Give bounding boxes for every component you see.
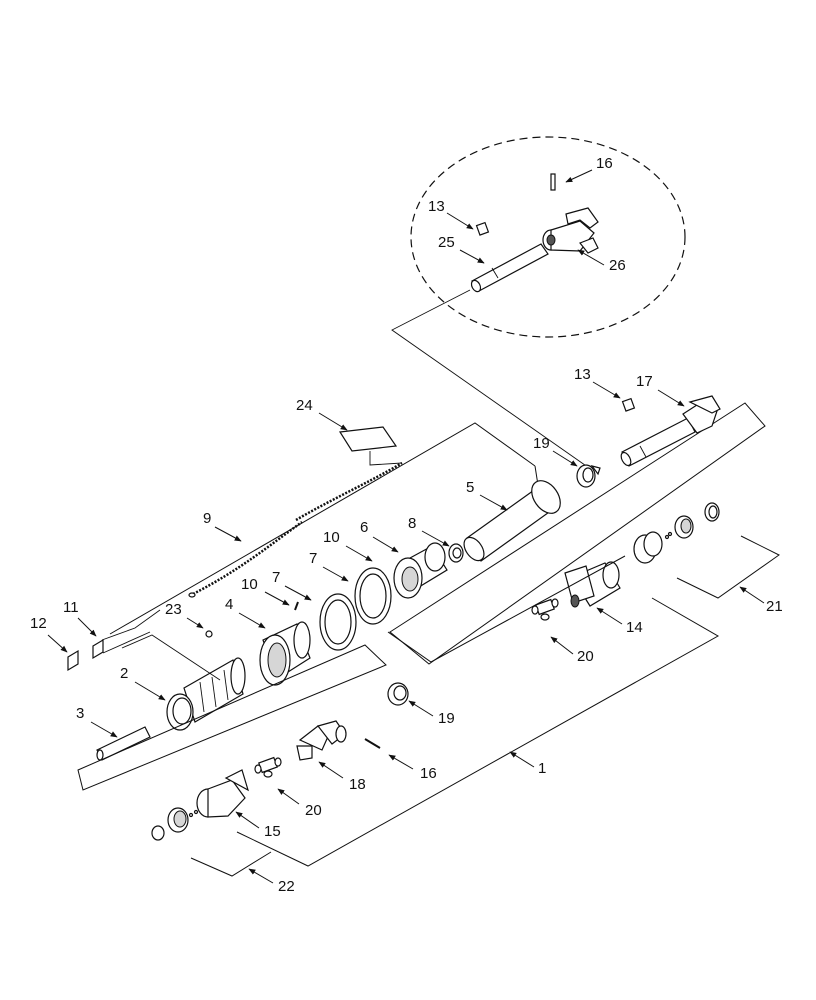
callout-11: 11 bbox=[63, 599, 79, 616]
detail-inset-boundary bbox=[410, 136, 686, 338]
collar-ring bbox=[354, 567, 392, 625]
inner-yoke bbox=[296, 720, 347, 761]
decal-sheet-3 bbox=[92, 638, 104, 660]
grease-fitting bbox=[205, 630, 213, 638]
cross-journal bbox=[254, 756, 282, 778]
shield-collar bbox=[633, 502, 720, 564]
callout-13: 13 bbox=[574, 366, 591, 383]
callout-25: 25 bbox=[438, 234, 455, 251]
bearing-ring bbox=[576, 464, 601, 488]
callout-1: 1 bbox=[538, 760, 546, 777]
bearing-cup bbox=[393, 542, 448, 599]
implement-yoke bbox=[564, 561, 621, 608]
lower-tube-frame bbox=[77, 644, 387, 791]
guard-tube-frame bbox=[109, 422, 536, 635]
inner-frame-right bbox=[387, 555, 626, 663]
callout-21: 21 bbox=[766, 598, 783, 615]
callout-10-upper: 10 bbox=[323, 529, 340, 546]
callout-4: 4 bbox=[225, 596, 233, 613]
callout-24: 24 bbox=[296, 397, 313, 414]
connecting-bar bbox=[96, 726, 151, 761]
callout-2: 2 bbox=[120, 665, 128, 682]
callout-5: 3 bbox=[76, 705, 84, 722]
bearing-ring-3 bbox=[387, 682, 409, 706]
roll-pin-2 bbox=[364, 738, 381, 749]
outer-tube-shaft bbox=[620, 395, 721, 467]
tractor-yoke bbox=[196, 769, 249, 818]
callout-26: 26 bbox=[609, 257, 626, 274]
callout-12: 12 bbox=[30, 615, 47, 632]
callout-16-top: 16 bbox=[596, 155, 613, 172]
decal-sheet-4 bbox=[67, 649, 79, 672]
callout-16-lower: 16 bbox=[420, 765, 437, 782]
callout-14: 14 bbox=[626, 619, 643, 636]
callout-19-lower: 19 bbox=[438, 710, 455, 727]
guard-tube bbox=[463, 480, 561, 562]
roll-pin bbox=[550, 173, 556, 191]
callout-19-upper: 19 bbox=[533, 435, 550, 452]
cross-journal-2 bbox=[531, 598, 559, 621]
lock-pin bbox=[294, 601, 299, 611]
callout-9: 9 bbox=[203, 510, 211, 527]
callout-7: 7 bbox=[272, 569, 280, 586]
bearing-ring-2 bbox=[166, 693, 194, 731]
callout-7-upper: 7 bbox=[309, 550, 317, 567]
detail-leader-line bbox=[391, 289, 593, 471]
guard-cone bbox=[259, 621, 311, 686]
lower-inner-frame bbox=[236, 597, 720, 867]
callout-10: 10 bbox=[241, 576, 258, 593]
callout-23: 23 bbox=[165, 601, 182, 618]
inner-tube-shaft bbox=[470, 243, 549, 293]
decal-sheet-2 bbox=[621, 397, 636, 412]
callout-frame-21 bbox=[676, 535, 780, 599]
decal-sheet bbox=[475, 221, 490, 236]
callout-15: 15 bbox=[264, 823, 281, 840]
callout-17: 17 bbox=[636, 373, 653, 390]
callout-13-top: 13 bbox=[428, 198, 445, 215]
warning-plate bbox=[338, 426, 398, 452]
callout-labels: 16 13 25 26 13 17 24 19 5 9 8 10 6 7 10 … bbox=[30, 155, 783, 895]
callout-20-lower: 20 bbox=[305, 802, 322, 819]
callout-18: 18 bbox=[349, 776, 366, 793]
callout-20-upper: 20 bbox=[577, 648, 594, 665]
collar-ring-2 bbox=[319, 593, 357, 651]
yoke-collar bbox=[151, 807, 189, 841]
callout-3: 5 bbox=[466, 479, 474, 496]
callout-6: 6 bbox=[360, 519, 368, 536]
safety-chain bbox=[188, 461, 403, 598]
callout-22: 22 bbox=[278, 878, 295, 895]
callout-8: 8 bbox=[408, 515, 416, 532]
outer-shaft-frame bbox=[389, 402, 766, 665]
yoke-assembly bbox=[542, 207, 599, 254]
